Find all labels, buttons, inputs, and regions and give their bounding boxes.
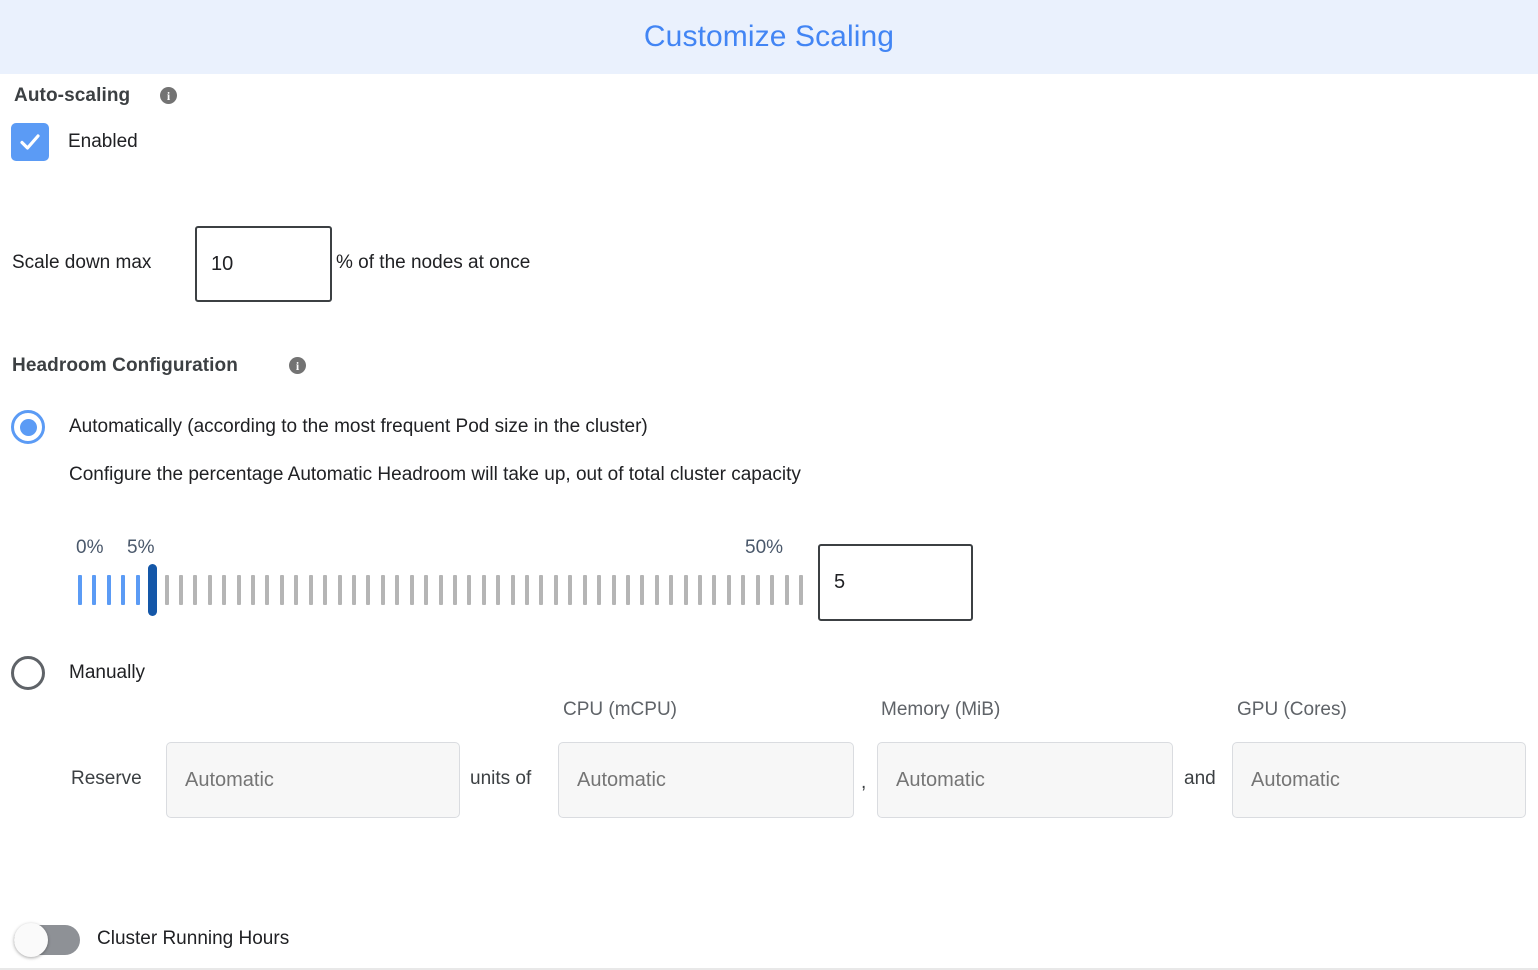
column-header-gpu: GPU (Cores) [1237, 699, 1347, 720]
slider-tick [698, 575, 703, 605]
slider-tick [611, 575, 616, 605]
slider-tick [308, 575, 313, 605]
units-of-label: units of [470, 768, 532, 789]
slider-tick [553, 575, 558, 605]
headroom-manually-radio[interactable] [11, 656, 45, 690]
and-label: and [1184, 768, 1216, 789]
slider-tick [510, 575, 515, 605]
slider-tick [582, 575, 587, 605]
slider-tick [597, 575, 602, 605]
column-header-cpu: CPU (mCPU) [563, 699, 677, 720]
slider-tick [539, 575, 544, 605]
slider-tick [784, 575, 789, 605]
slider-tick [106, 575, 111, 605]
auto-scaling-enabled-label: Enabled [68, 131, 138, 152]
slider-tick [351, 575, 356, 605]
scale-down-max-suffix: % of the nodes at once [336, 252, 531, 273]
slider-tick [395, 575, 400, 605]
slider-tick [121, 575, 126, 605]
auto-scaling-info-icon[interactable]: i [160, 87, 177, 104]
column-header-memory: Memory (MiB) [881, 699, 1001, 720]
headroom-automatic-description: Configure the percentage Automatic Headr… [69, 464, 801, 485]
slider-tick [251, 575, 256, 605]
slider-tick [78, 575, 82, 605]
slider-tick [380, 575, 385, 605]
slider-tick [525, 575, 530, 605]
slider-tick [568, 575, 573, 605]
reserve-units-input[interactable] [166, 742, 460, 818]
slider-tick [481, 575, 486, 605]
memory-reserve-input[interactable] [877, 742, 1173, 818]
headroom-configuration-section-label: Headroom Configuration [12, 355, 238, 376]
slider-tick [178, 575, 183, 605]
scale-down-max-input[interactable]: 10 [195, 226, 332, 302]
slider-handle[interactable] [147, 564, 157, 616]
slider-tick [669, 575, 674, 605]
slider-tick [207, 575, 212, 605]
headroom-manually-label: Manually [69, 662, 146, 683]
reserve-label: Reserve [71, 768, 142, 789]
slider-tick [496, 575, 501, 605]
cpu-reserve-input[interactable] [558, 742, 854, 818]
slider-tick [294, 575, 299, 605]
slider-tick [92, 575, 97, 605]
slider-tick [770, 575, 775, 605]
headroom-automatic-label: Automatically (according to the most fre… [69, 416, 648, 437]
headroom-automatic-radio[interactable] [11, 410, 45, 444]
slider-tick [366, 575, 371, 605]
slider-tick [323, 575, 328, 605]
slider-tick [424, 575, 429, 605]
slider-tick [409, 575, 414, 605]
slider-tick [712, 575, 717, 605]
slider-tick [438, 575, 443, 605]
auto-scaling-enabled-checkbox[interactable] [11, 123, 49, 161]
slider-tick [193, 575, 198, 605]
slider-min-label: 0% [76, 537, 104, 558]
cluster-running-hours-toggle[interactable] [14, 923, 80, 957]
gpu-reserve-input[interactable] [1232, 742, 1526, 818]
slider-tick [741, 575, 746, 605]
slider-tick [755, 575, 760, 605]
slider-tick [654, 575, 659, 605]
slider-tick [135, 575, 140, 605]
slider-tick [236, 575, 241, 605]
auto-scaling-section-label: Auto-scaling [14, 85, 131, 106]
slider-max-label: 50% [745, 537, 784, 558]
dialog-header: Customize Scaling [0, 0, 1538, 74]
scale-down-max-label: Scale down max [12, 252, 152, 273]
cluster-running-hours-label: Cluster Running Hours [97, 928, 290, 949]
radio-dot [19, 418, 37, 436]
check-icon [20, 134, 40, 150]
slider-value-label: 5% [127, 537, 155, 558]
slider-tick [625, 575, 630, 605]
headroom-configuration-info-icon[interactable]: i [289, 357, 306, 374]
slider-tick [164, 575, 169, 605]
slider-tick [640, 575, 645, 605]
slider-tick [222, 575, 227, 605]
slider-tick [265, 575, 270, 605]
slider-tick [726, 575, 731, 605]
slider-tick [452, 575, 457, 605]
headroom-percentage-input[interactable]: 5 [818, 544, 973, 621]
slider-tick [337, 575, 342, 605]
slider-tick [467, 575, 472, 605]
headroom-percentage-slider[interactable] [78, 564, 803, 616]
comma-separator: , [861, 772, 867, 793]
slider-tick [683, 575, 688, 605]
toggle-knob [14, 923, 48, 957]
bottom-divider [0, 968, 1538, 970]
slider-tick [799, 575, 803, 605]
page-title: Customize Scaling [643, 20, 895, 53]
slider-tick [279, 575, 284, 605]
